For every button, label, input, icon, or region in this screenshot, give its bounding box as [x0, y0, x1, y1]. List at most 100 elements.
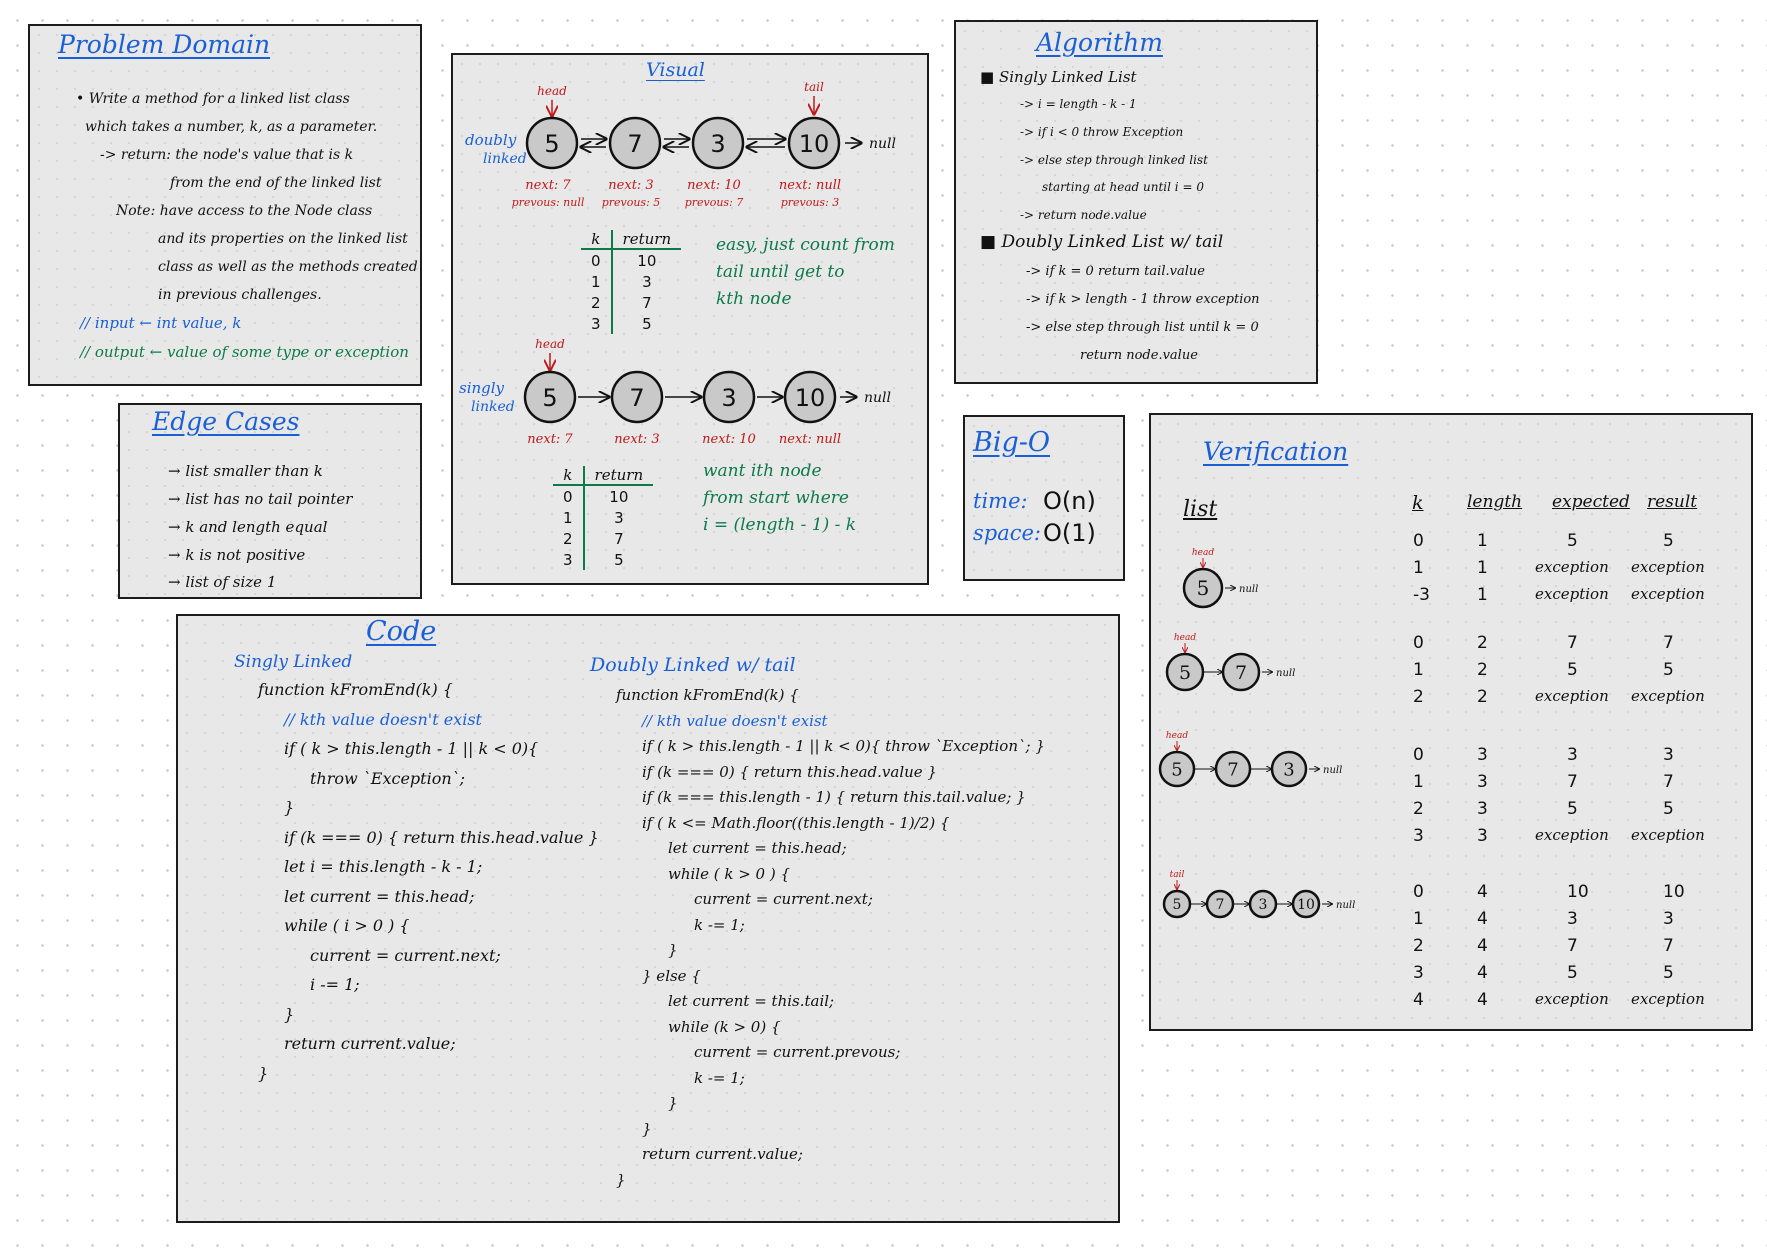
algorithm-step: -> else step through linked list	[1020, 153, 1208, 167]
verify-null-label: null	[1239, 584, 1258, 595]
verify-list-node	[1205, 889, 1235, 919]
big-o-title: Big-O	[973, 427, 1051, 458]
verification-cell: 7	[1567, 633, 1578, 653]
node-prev-label: prevous: null	[512, 196, 585, 209]
singly-code-title: Singly Linked	[234, 652, 353, 672]
code-line: // kth value doesn't exist	[642, 711, 828, 730]
table-cell: 5	[642, 314, 652, 333]
verification-cell: 10	[1567, 882, 1589, 902]
code-line: }	[284, 798, 295, 817]
big-o-panel: Big-O time: O(n) space: O(1)	[963, 415, 1125, 581]
head-label: head	[535, 337, 565, 351]
problem-domain-panel: Problem Domain • Write a method for a li…	[28, 24, 422, 386]
verification-cell: exception	[1535, 687, 1609, 705]
verification-cell: 0	[1413, 633, 1424, 653]
verify-pointer-label: head	[1166, 731, 1188, 741]
checkbox-icon: ■	[980, 232, 1002, 252]
head-label: head	[537, 84, 567, 98]
verification-cell: 2	[1477, 660, 1488, 680]
verification-cell: 2	[1477, 687, 1488, 707]
node-next-label: next: null	[779, 432, 841, 447]
table-cell: 3	[642, 272, 652, 291]
verify-node-value: 3	[1283, 759, 1294, 780]
algorithm-panel: Algorithm ■ Singly Linked List -> i = le…	[954, 20, 1318, 384]
list-node	[608, 116, 662, 170]
edge-case-item: → list of size 1	[168, 573, 277, 591]
algorithm-step: -> if i < 0 throw Exception	[1020, 125, 1184, 139]
verify-node-value: 7	[1235, 662, 1247, 684]
code-line: current = current.next;	[310, 945, 501, 965]
code-line: }	[616, 1170, 626, 1189]
verification-cell: exception	[1631, 558, 1705, 576]
code-line: }	[668, 941, 678, 959]
verification-cell: 10	[1663, 882, 1685, 902]
verification-cell: 3	[1663, 745, 1674, 765]
algorithm-step: -> return node.value	[1020, 208, 1147, 222]
verification-cell: 1	[1477, 585, 1488, 605]
singly-linked-label: singly	[459, 379, 505, 397]
verification-cell: 5	[1567, 660, 1578, 680]
code-line: if (k === this.length - 1) { return this…	[642, 788, 1026, 806]
table-cell: 3	[553, 549, 585, 570]
space-label: space:	[973, 521, 1042, 545]
list-node	[610, 370, 664, 424]
list-node	[702, 370, 756, 424]
tail-label: tail	[804, 80, 824, 94]
code-line: while ( k > 0 ) {	[668, 864, 791, 883]
verification-cell: 7	[1663, 936, 1674, 956]
node-value: 7	[629, 384, 644, 412]
code-line: // kth value doesn't exist	[284, 709, 482, 729]
table-header-k: k	[581, 230, 613, 250]
code-line: let current = this.head;	[668, 839, 847, 857]
list-node	[691, 116, 745, 170]
doubly-header-text: Doubly Linked List w/ tail	[1001, 232, 1224, 252]
code-line: let current = this.head;	[284, 886, 475, 906]
input-line: // input ← int value, k	[80, 314, 242, 332]
verification-cell: exception	[1535, 585, 1609, 603]
verify-node-value: 7	[1216, 897, 1225, 913]
algorithm-step: -> i = length - k - 1	[1020, 97, 1137, 111]
verification-cell: 0	[1413, 531, 1424, 551]
table-cell: 3	[614, 508, 624, 527]
node-next-label: next: 3	[608, 178, 653, 193]
table-cell: 3	[581, 313, 613, 334]
node-value: 10	[795, 384, 826, 412]
code-line: function kFromEnd(k) {	[616, 686, 799, 704]
code-line: current = current.prevous;	[694, 1043, 901, 1061]
verify-list-node	[1182, 567, 1224, 609]
table-cell: 0	[581, 249, 613, 271]
algorithm-step: return node.value	[1080, 348, 1198, 363]
table-cell: 1	[581, 271, 613, 292]
algorithm-title: Algorithm	[1036, 28, 1163, 57]
verification-cell: 3	[1477, 826, 1488, 846]
verification-cell: 1	[1413, 558, 1424, 578]
verification-cell: 3	[1477, 799, 1488, 819]
list-node	[783, 370, 837, 424]
verification-cell: 3	[1477, 772, 1488, 792]
visual-title: Visual	[646, 59, 705, 81]
col-header-k: k	[1412, 492, 1424, 514]
list-node	[787, 116, 841, 170]
verification-cell: 2	[1413, 936, 1424, 956]
verification-cell: exception	[1535, 558, 1609, 576]
code-line: return current.value;	[284, 1034, 456, 1053]
code-line: if (k === 0) { return this.head.value }	[642, 762, 937, 781]
verification-cell: 1	[1477, 558, 1488, 578]
verification-cell: 1	[1413, 772, 1424, 792]
algorithm-step: -> if k > length - 1 throw exception	[1026, 292, 1260, 307]
verification-cell: 2	[1413, 687, 1424, 707]
verify-node-value: 7	[1227, 759, 1238, 780]
problem-line: in previous challenges.	[158, 287, 322, 303]
verify-null-label: null	[1276, 668, 1295, 679]
verify-list-node	[1158, 750, 1196, 788]
code-line: }	[668, 1094, 678, 1112]
verification-cell: 2	[1477, 633, 1488, 653]
code-title: Code	[366, 616, 437, 647]
verify-node-value: 5	[1171, 759, 1182, 780]
visual-note-1: kth node	[716, 289, 792, 309]
verification-cell: 4	[1477, 963, 1488, 983]
visual-note-2: from start where	[703, 488, 849, 508]
